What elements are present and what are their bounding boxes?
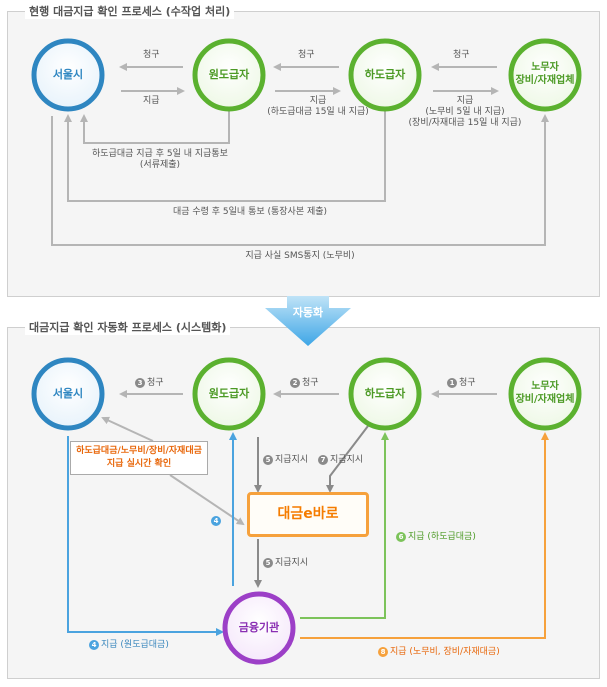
bottom-seoul-label: 서울시 (52, 387, 84, 400)
step-5a-badge: 5 (263, 455, 273, 465)
top-notice-label-1-note: (서류제출) (139, 160, 181, 170)
top-prime-node (192, 38, 266, 112)
step-8-badge: 8 (378, 647, 388, 657)
bottom-arrows (67, 390, 549, 639)
step-2-badge: 2 (290, 378, 300, 388)
bottom-worker-label-line1: 노무자 (531, 381, 559, 392)
bottom-sub-label: 하도급자 (364, 387, 406, 400)
step-4b-text: 지급 (원도급대금) (101, 640, 169, 650)
bank-node (222, 591, 296, 665)
top-pay-label-1: 지급 (143, 96, 160, 106)
top-pay-label-3-main: 지급 (456, 96, 474, 106)
step-4a-label: 4 (211, 516, 223, 527)
top-worker-label: 노무자 장비/자재업체 (505, 61, 585, 87)
top-pay-label-2-note: (하도급대금 15일 내 지급) (267, 107, 369, 117)
top-sms-arrow (51, 114, 549, 246)
bank-to-sub-arrow (300, 432, 389, 619)
bottom-prime-label: 원도급자 (208, 387, 250, 400)
bank-to-worker-arrow (300, 432, 549, 639)
top-claim-label-2: 청구 (298, 50, 315, 60)
top-worker-label-line2: 장비/자재업체 (515, 75, 575, 86)
bottom-sub-node (348, 357, 422, 431)
top-claim-label-1: 청구 (143, 50, 160, 60)
step-6-text: 지급 (하도급대금) (408, 532, 476, 542)
top-pay-label-2-main: 지급 (309, 96, 327, 106)
seoul-to-bank-arrow (67, 436, 224, 636)
current-process-title: 현행 대금지급 확인 프로세스 (수작업 처리) (25, 4, 235, 19)
top-notice-label-1-main: 하도급대금 지급 후 5일 내 지급통보 (92, 149, 228, 159)
top-worker-label-line1: 노무자 (531, 62, 559, 73)
top-sub-node (348, 38, 422, 112)
step-4a-badge: 4 (211, 516, 221, 526)
step-1-text: 청구 (459, 378, 476, 388)
top-claim-label-3: 청구 (453, 50, 470, 60)
sub-instruct-arrow (326, 425, 369, 493)
step-4b-badge: 4 (89, 640, 99, 650)
top-notice-arrow-2 (64, 108, 386, 202)
ebaro-system-box: 대금e바로 (247, 492, 369, 537)
bank-label: 금융기관 (238, 621, 280, 634)
top-pay-label-3-note1: (노무비 5일 내 지급) (425, 107, 505, 117)
step-7-text: 지급지시 (330, 455, 364, 465)
top-pay-label-3: 지급 (노무비 5일 내 지급) (장비/자재대금 15일 내 지급) (396, 96, 534, 129)
realtime-check-line2: 지급 실시간 확인 (106, 459, 172, 469)
top-seoul-node (31, 38, 105, 112)
bottom-worker-label-line2: 장비/자재업체 (515, 394, 575, 405)
top-notice-label-1: 하도급대금 지급 후 5일 내 지급통보 (서류제출) (70, 149, 250, 171)
top-notice-label-2: 대금 수령 후 5일내 통보 (통장사본 제출) (172, 207, 328, 217)
check-to-seoul-arrow (101, 416, 154, 442)
automated-process-title: 대금지급 확인 자동화 프로세스 (시스템화) (25, 320, 231, 335)
top-arrows (51, 63, 549, 246)
top-worker-node (508, 38, 582, 112)
top-seoul-label: 서울시 (52, 68, 84, 81)
step-5b-badge: 5 (263, 558, 273, 568)
step-5a-text: 지급지시 (275, 455, 309, 465)
top-notice-arrow-1 (80, 108, 230, 144)
step-6-badge: 6 (396, 532, 406, 542)
top-sub-label: 하도급자 (364, 68, 406, 81)
bottom-worker-node (508, 357, 582, 431)
bottom-prime-node (192, 357, 266, 431)
top-pay-label-2: 지급 (하도급대금 15일 내 지급) (248, 96, 388, 118)
realtime-check-box: 하도급대금/노무비/장비/자재대금 지급 실시간 확인 (70, 441, 208, 475)
step-5b-text: 지급지시 (275, 558, 309, 568)
realtime-check-line1: 하도급대금/노무비/장비/자재대금 (76, 446, 202, 456)
step-7-badge: 7 (318, 455, 328, 465)
bottom-worker-label: 노무자 장비/자재업체 (505, 380, 585, 406)
top-nodes (31, 38, 582, 112)
step-3-text: 청구 (147, 378, 164, 388)
step-1-badge: 1 (447, 378, 457, 388)
top-prime-label: 원도급자 (208, 68, 250, 81)
step-2-text: 청구 (302, 378, 319, 388)
check-to-ebaro-arrow (169, 474, 245, 526)
transition-label: 자동화 (292, 306, 324, 319)
top-sms-label: 지급 사실 SMS통지 (노무비) (245, 251, 355, 261)
bottom-nodes (31, 357, 582, 665)
current-process-panel: 현행 대금지급 확인 프로세스 (수작업 처리) (7, 4, 600, 297)
top-pay-label-3-note2: (장비/자재대금 15일 내 지급) (408, 118, 522, 128)
bottom-seoul-node (31, 357, 105, 431)
step-3-badge: 3 (135, 378, 145, 388)
transition-arrow (265, 296, 351, 346)
step-8-text: 지급 (노무비, 장비/자재대금) (390, 647, 500, 657)
